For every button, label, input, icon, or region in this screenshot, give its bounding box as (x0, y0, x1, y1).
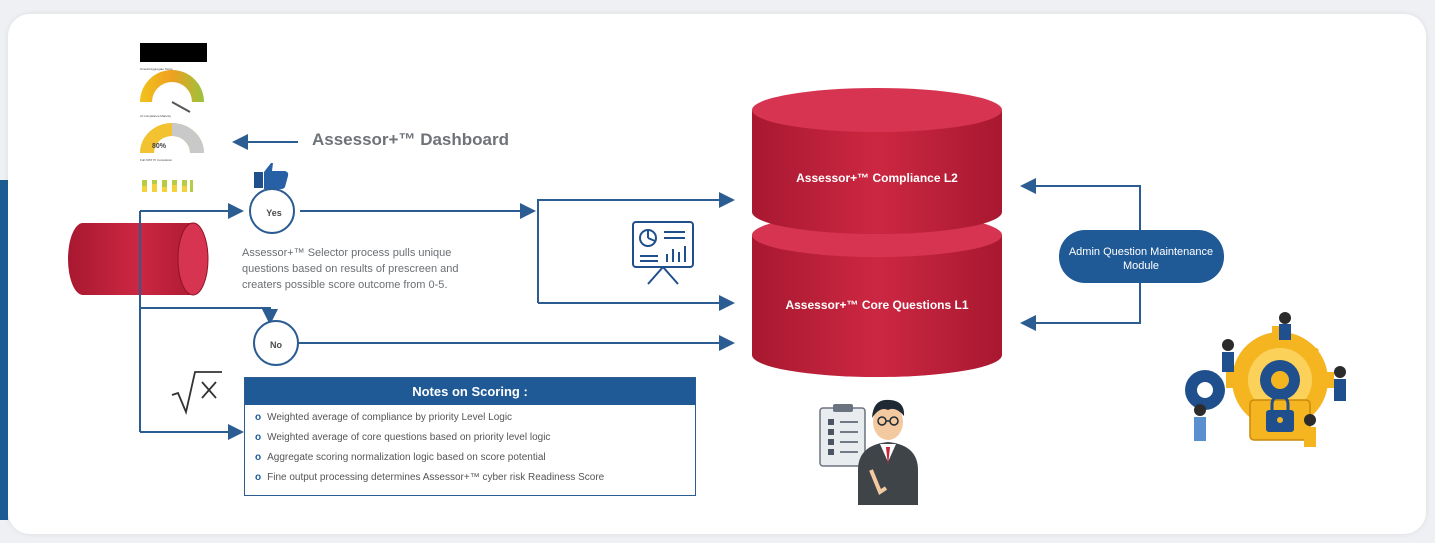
prescreen-cylinder (68, 222, 209, 296)
presentation-board-icon (632, 221, 694, 285)
gauge2-value: 80% (152, 143, 167, 150)
scoring-notes-title: Notes on Scoring : (245, 378, 695, 405)
businessman-checklist-icon (819, 399, 918, 505)
left-accent-bar (0, 180, 8, 520)
database-stack (752, 88, 1002, 377)
scoring-notes-list: Weighted average of compliance by priori… (255, 408, 604, 488)
admin-module-label: Admin Question Maintenance Module (1068, 246, 1214, 272)
no-label: No (270, 340, 282, 350)
dashboard-label: Assessor+™ Dashboard (312, 130, 509, 149)
gauge3-title: Full NIST PI Completion (140, 158, 173, 162)
core-questions-db-label: Assessor+™ Core Questions L1 (785, 298, 969, 312)
selector-process-text: Assessor+™ Selector process pulls unique… (242, 247, 459, 291)
team-gears-lock-icon (1185, 312, 1346, 447)
connector-lines (139, 178, 1141, 440)
admin-module-pill (1059, 230, 1224, 283)
gauge1-title: Overall Aggregate Score (140, 67, 173, 71)
compliance-db-label: Assessor+™ Compliance L2 (796, 171, 958, 185)
yes-label: Yes (266, 208, 282, 218)
scoring-note-item: Weighted average of core questions based… (255, 428, 604, 448)
scoring-notes-box: Notes on Scoring : Weighted average of c… (244, 377, 696, 496)
scoring-note-item: Aggregate scoring normalization logic ba… (255, 448, 604, 468)
square-root-icon (171, 371, 222, 415)
scoring-note-item: Fine output processing determines Assess… (255, 468, 604, 488)
scoring-note-item: Weighted average of compliance by priori… (255, 408, 604, 428)
thumbs-up-icon (254, 163, 289, 189)
yes-node (249, 188, 295, 234)
no-node (253, 320, 299, 366)
gauge2-title: AI Compliance Maturity (140, 114, 172, 118)
dashboard-thumbnail (140, 43, 207, 192)
